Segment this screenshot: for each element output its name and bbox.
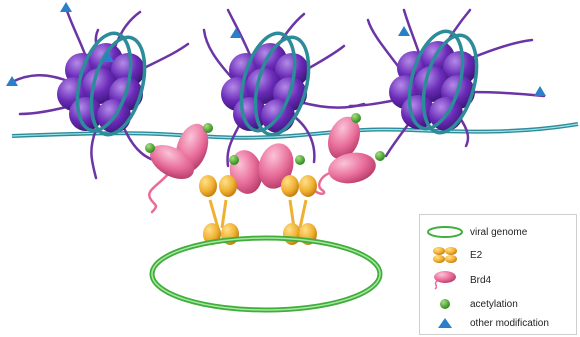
nucleosome [350,10,546,156]
brd4-protein [314,112,378,194]
acetylation-icon [420,295,470,313]
legend-label: other modification [470,318,549,329]
legend-label: acetylation [470,299,518,310]
e2-protein [199,175,239,245]
brd4-icon [420,271,470,289]
legend-item-other-modification: other modification [420,314,549,332]
legend-label: Brd4 [470,275,491,286]
legend-item-viral-genome: viral genome [420,223,527,241]
legend-label: viral genome [470,227,527,238]
triangle-icon [420,314,470,332]
legend-label: E2 [470,250,482,261]
e2-protein [281,175,317,245]
legend: viral genome E2 Brd4 acetylation other m… [419,214,577,335]
e2-icon [420,246,470,264]
legend-item-e2: E2 [420,246,482,264]
legend-item-acetylation: acetylation [420,295,518,313]
viral-genome-icon [420,223,470,241]
legend-item-brd4: Brd4 [420,271,491,289]
